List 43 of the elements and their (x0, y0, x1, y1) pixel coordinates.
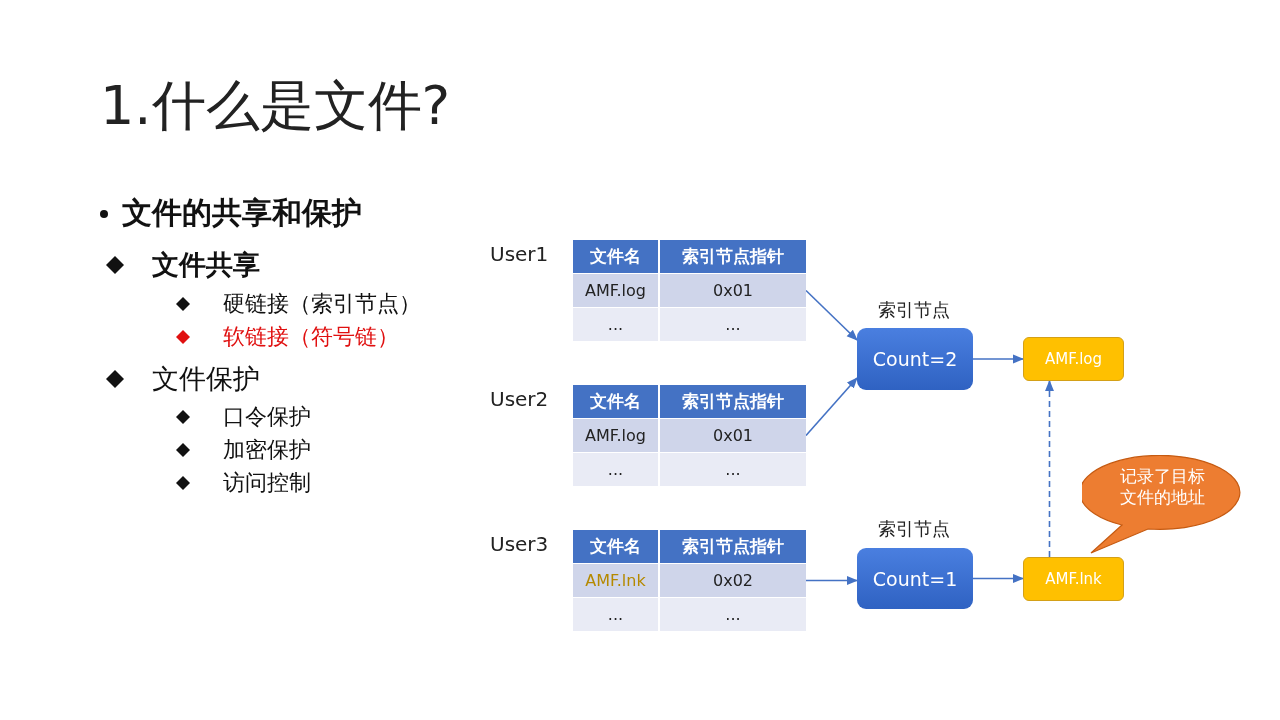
file-box: AMF.lnk (1023, 557, 1124, 601)
arrow (805, 377, 858, 437)
table-cell: 0x01 (660, 419, 806, 452)
header-cell: 索引节点指针 (660, 530, 806, 563)
user-label: User2 (490, 387, 549, 411)
arrow (805, 289, 858, 341)
callout-text: 记录了目标文件的地址 (1118, 466, 1206, 509)
table-cell: AMF.log (573, 419, 658, 452)
table-cell: ... (660, 598, 806, 631)
table-cell: 0x01 (660, 274, 806, 307)
arrow (972, 354, 1025, 364)
table-cell: 0x02 (660, 564, 806, 597)
bullet-text: 口令保护 (223, 403, 311, 431)
inode-box: Count=1 (857, 548, 973, 609)
inode-caption: 索引节点 (878, 517, 950, 541)
bullet-text: 硬链接（索引节点） (223, 290, 421, 318)
header-cell: 索引节点指针 (660, 240, 806, 273)
bullet-text: 文件保护 (152, 362, 260, 396)
table-cell: ... (660, 308, 806, 341)
bullet-text: 软链接（符号链） (223, 323, 399, 351)
table-cell: AMF.lnk (573, 564, 658, 597)
bullet-text: 文件共享 (152, 248, 260, 282)
arrow (972, 574, 1025, 583)
table-cell: ... (573, 598, 658, 631)
inode-box: Count=2 (857, 328, 973, 390)
table-cell: ... (573, 453, 658, 486)
user-label: User1 (490, 242, 549, 266)
header-cell: 文件名 (573, 530, 658, 563)
arrow (805, 576, 859, 585)
table-cell: AMF.log (573, 274, 658, 307)
header-cell: 文件名 (573, 385, 658, 418)
bullet-text: 文件的共享和保护 (122, 194, 362, 232)
slide-title: 1.什么是文件? (100, 73, 451, 139)
table-cell: ... (573, 308, 658, 341)
bullet-text: 加密保护 (223, 436, 311, 464)
table-cell: ... (660, 453, 806, 486)
bullet-text: 访问控制 (223, 469, 311, 497)
file-box: AMF.log (1023, 337, 1124, 381)
header-cell: 索引节点指针 (660, 385, 806, 418)
inode-caption: 索引节点 (878, 298, 950, 322)
header-cell: 文件名 (573, 240, 658, 273)
arrow (1045, 379, 1054, 558)
user-label: User3 (490, 532, 549, 556)
